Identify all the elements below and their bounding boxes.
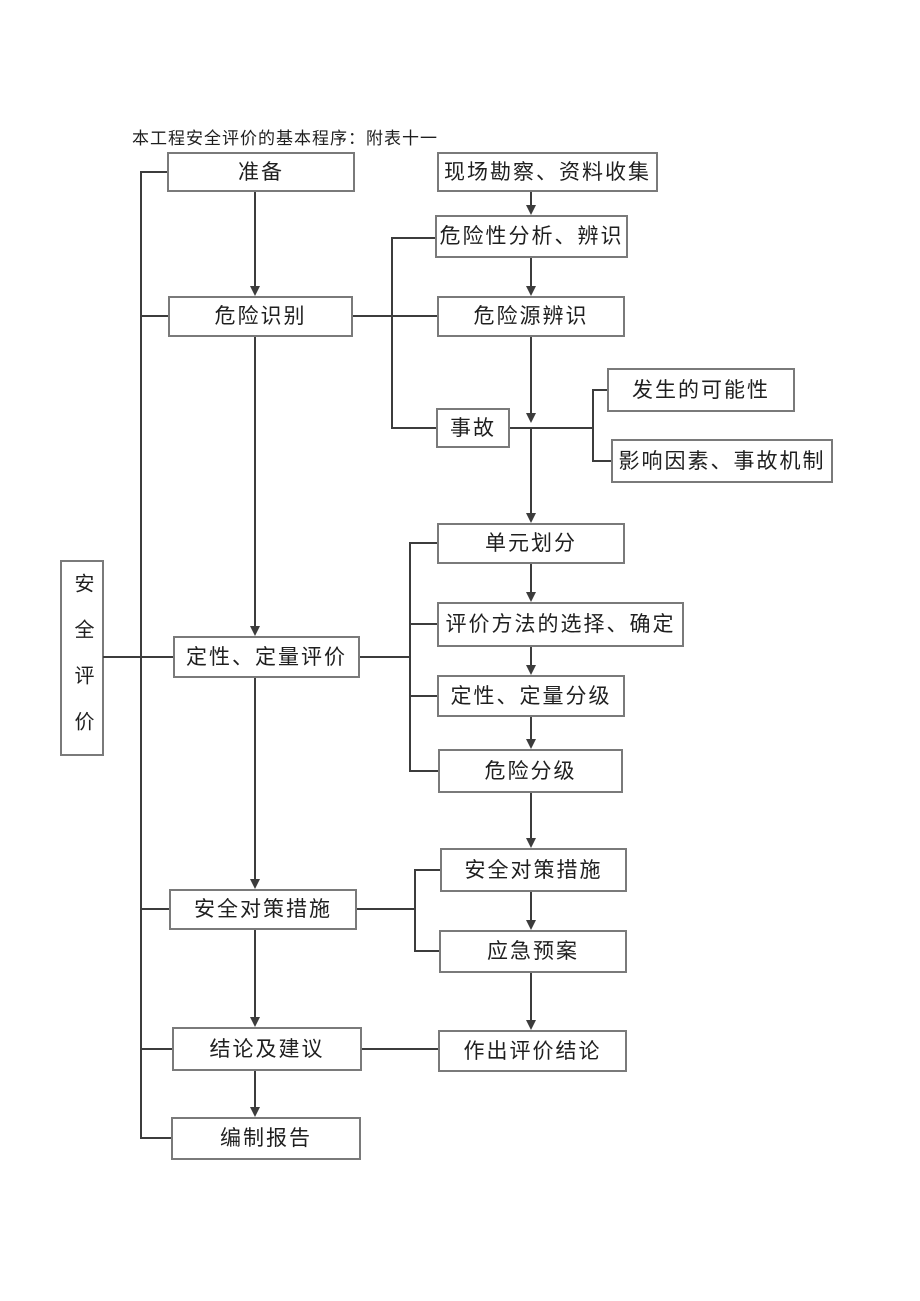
arrow-head	[526, 920, 536, 930]
arrow-head	[250, 1107, 260, 1117]
connector-survey-down	[530, 192, 532, 207]
node-qualitative-quantitative-evaluation: 定性、定量评价	[173, 636, 360, 678]
connector-to-unit-division	[530, 428, 532, 515]
connector-riskanalysis-down	[530, 258, 532, 288]
node-evaluation-conclusion: 作出评价结论	[438, 1030, 627, 1072]
bracket-hazard-identification	[391, 237, 393, 429]
trunk-line	[140, 172, 142, 1138]
connector-countermeasures-right-down	[530, 892, 532, 922]
connector-method-down	[530, 647, 532, 667]
connector-evaluation-right	[360, 656, 410, 658]
connector-bracket-unit-division	[409, 542, 437, 544]
connector-conclusions-right	[362, 1048, 438, 1050]
arrow-head	[526, 513, 536, 523]
connector-grading-down	[530, 717, 532, 741]
connector-trunk-hazard-identification	[140, 315, 168, 317]
node-risk-analysis-identification: 危险性分析、辨识	[435, 215, 628, 258]
arrow-head	[526, 205, 536, 215]
connector-safety-evaluation	[103, 656, 173, 658]
node-safety-evaluation: 安全评价	[60, 560, 104, 757]
connector-bracket-grading	[409, 695, 437, 697]
node-preparation: 准备	[167, 152, 355, 192]
arrow-head	[526, 592, 536, 602]
connector-trunk-report	[140, 1137, 171, 1139]
arrow-head	[526, 413, 536, 423]
connector-countermeasures-down	[254, 930, 256, 1019]
connector-bracket-possibility	[592, 389, 607, 391]
arrow-head	[526, 665, 536, 675]
node-hazard-source-identification: 危险源辨识	[437, 296, 625, 337]
node-conclusions-and-suggestions: 结论及建议	[172, 1027, 362, 1071]
arrow-head	[250, 626, 260, 636]
bracket-countermeasures	[414, 869, 416, 952]
node-hazard-identification: 危险识别	[168, 296, 353, 337]
arrow-head	[526, 1020, 536, 1030]
node-report-compilation: 编制报告	[171, 1117, 361, 1160]
node-evaluation-method-selection: 评价方法的选择、确定	[437, 602, 684, 647]
connector-conclusions-down	[254, 1071, 256, 1109]
arrow-head	[526, 838, 536, 848]
node-accident: 事故	[436, 408, 510, 448]
node-emergency-plan: 应急预案	[439, 930, 627, 973]
bracket-accident	[592, 389, 594, 462]
arrow-head	[250, 1017, 260, 1027]
connector-preparation-down	[254, 192, 256, 288]
connector-bracket-accident	[391, 427, 436, 429]
connector-hazardid-to-source	[353, 315, 437, 317]
node-influencing-factors-accident-mechanism: 影响因素、事故机制	[611, 439, 833, 483]
connector-bracket-hazard-grading	[409, 770, 438, 772]
bracket-evaluation	[409, 542, 411, 772]
connector-bracket-factors	[592, 460, 611, 462]
node-unit-division: 单元划分	[437, 523, 625, 564]
connector-countermeasures-right-link	[357, 908, 415, 910]
connector-bracket-emergency	[414, 950, 439, 952]
connector-trunk-countermeasures	[140, 908, 169, 910]
connector-hazardid-down	[254, 337, 256, 628]
connector-unitdivision-down	[530, 564, 532, 594]
connector-accident-right	[510, 427, 594, 429]
connector-trunk-conclusions	[140, 1048, 172, 1050]
arrow-head	[526, 739, 536, 749]
page-title: 本工程安全评价的基本程序：附表十一	[132, 129, 438, 148]
connector-bracket-method	[409, 623, 437, 625]
arrow-head	[250, 286, 260, 296]
connector-bracket-countermeasures-right	[414, 869, 440, 871]
node-occurrence-possibility: 发生的可能性	[607, 368, 795, 412]
node-hazard-grading: 危险分级	[438, 749, 623, 793]
node-safety-countermeasures-right: 安全对策措施	[440, 848, 627, 892]
connector-emergency-down	[530, 973, 532, 1022]
connector-hazardgrading-down	[530, 793, 532, 840]
node-site-survey-data-collection: 现场勘察、资料收集	[437, 152, 658, 192]
arrow-head	[526, 286, 536, 296]
connector-hazardsource-down	[530, 337, 532, 415]
node-safety-countermeasures-left: 安全对策措施	[169, 889, 357, 930]
connector-bracket-riskanalysis	[391, 237, 435, 239]
connector-trunk-preparation	[140, 171, 167, 173]
arrow-head	[250, 879, 260, 889]
connector-evaluation-down	[254, 678, 256, 881]
node-qualitative-quantitative-grading: 定性、定量分级	[437, 675, 625, 717]
